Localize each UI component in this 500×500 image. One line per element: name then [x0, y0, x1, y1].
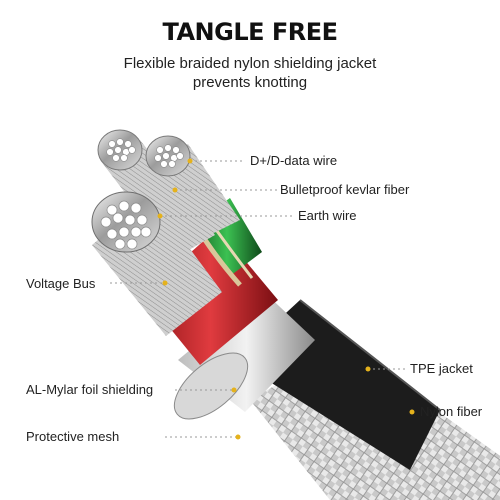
label-nylon-fiber: Nylon fiber: [420, 404, 483, 419]
label-tpe-jacket: TPE jacket: [410, 361, 473, 376]
voltage-bus-wire: [91, 191, 222, 336]
label-data-wire: D+/D-data wire: [250, 153, 338, 168]
label-al-mylar: AL-Mylar foil shielding: [26, 382, 154, 397]
subtitle-line-2: prevents knotting: [192, 74, 308, 91]
leader-lines: [110, 160, 416, 438]
subtitle: Flexible braided nylon shielding jacket …: [0, 54, 500, 92]
label-kevlar-fiber: Bulletproof kevlar fiber: [280, 182, 410, 197]
label-protective-mesh: Protective mesh: [26, 429, 120, 444]
page-title: TANGLE FREE: [162, 18, 338, 46]
al-mylar-foil: [173, 290, 315, 420]
subtitle-line-1: Flexible braided nylon shielding jacket: [123, 55, 377, 72]
label-voltage-bus: Voltage Bus: [26, 276, 96, 291]
label-earth-wire: Earth wire: [298, 208, 357, 223]
leader-dots: [157, 158, 415, 440]
data-wire-1: [97, 129, 215, 258]
